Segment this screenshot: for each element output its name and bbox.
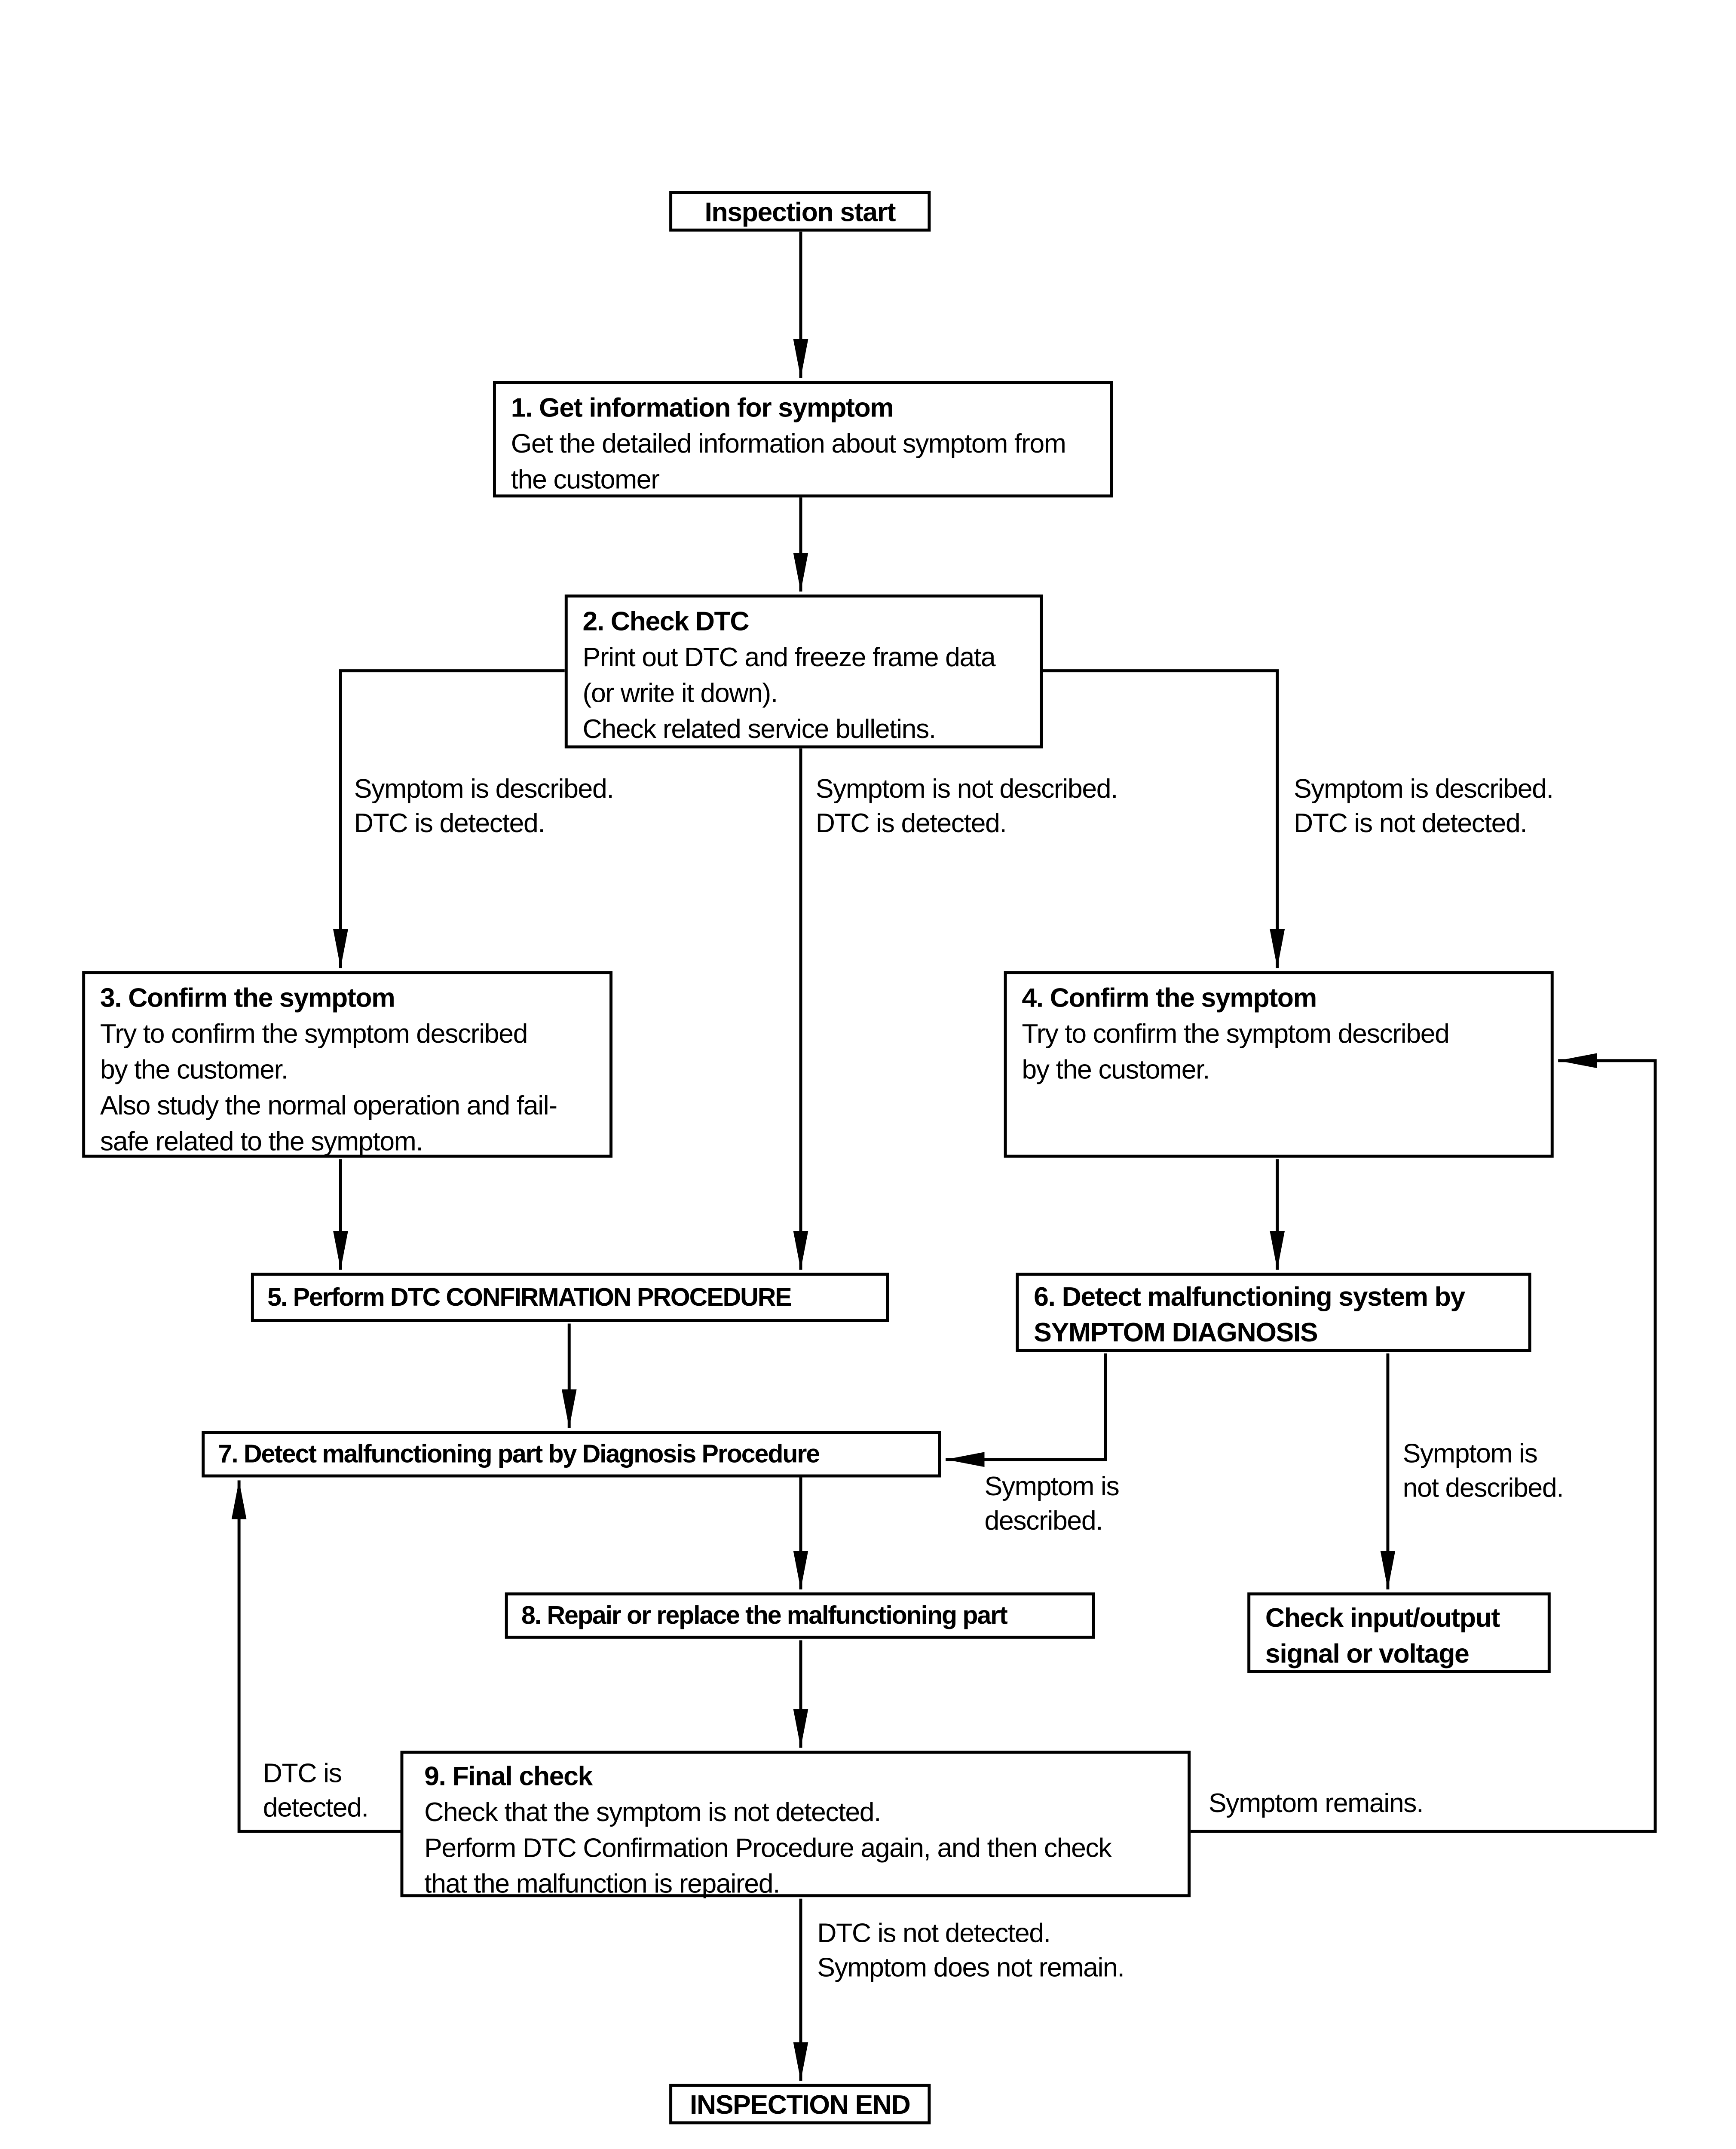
node-check-input-output: Check input/output signal or voltage: [1247, 1592, 1551, 1673]
inspection-end-label: INSPECTION END: [690, 2089, 911, 2119]
step2-body: Print out DTC and freeze frame data (or …: [582, 642, 996, 744]
node-step2-check-dtc: 2. Check DTC Print out DTC and freeze fr…: [564, 594, 1043, 749]
edge-label-symptom-not-described: Symptom is not described.: [1402, 1439, 1564, 1503]
step7-title: 7. Detect malfunctioning part by Diagnos…: [218, 1439, 820, 1468]
step8-title: 8. Repair or replace the malfunctioning …: [521, 1601, 1008, 1629]
connector-step2-to-step3: [333, 669, 565, 968]
step1-title: 1. Get information for symptom: [511, 393, 894, 423]
connector-step9-to-step4-feedback: [1191, 1053, 1657, 1833]
edge-label-dtc-detected: DTC is detected.: [263, 1758, 369, 1823]
node-step4-confirm-symptom: 4. Confirm the symptom Try to confirm th…: [1004, 971, 1554, 1158]
check-io-title: Check input/output signal or voltage: [1265, 1603, 1500, 1669]
step5-title: 5. Perform DTC CONFIRMATION PROCEDURE: [267, 1282, 792, 1311]
node-step5-dtc-confirmation: 5. Perform DTC CONFIRMATION PROCEDURE: [251, 1273, 889, 1322]
step6-title: 6. Detect malfunctioning system by SYMPT…: [1034, 1282, 1465, 1348]
node-step8-repair-replace: 8. Repair or replace the malfunctioning …: [505, 1592, 1095, 1639]
step9-body: Check that the symptom is not detected. …: [424, 1797, 1112, 1899]
edge-label-symptom-remains: Symptom remains.: [1208, 1788, 1424, 1818]
edge-label-symptom-described: Symptom is described.: [984, 1471, 1119, 1536]
connector-step9-to-step7-feedback: [231, 1480, 401, 1833]
edge-label-end-condition: DTC is not detected. Symptom does not re…: [817, 1918, 1125, 1983]
step3-body: Try to confirm the symptom described by …: [100, 1019, 557, 1157]
step9-title: 9. Final check: [424, 1761, 593, 1791]
step4-title: 4. Confirm the symptom: [1022, 983, 1317, 1013]
edge-label-branch-mid: Symptom is not described. DTC is detecte…: [815, 774, 1118, 838]
node-step7-detect-part: 7. Detect malfunctioning part by Diagnos…: [202, 1431, 941, 1478]
node-step9-final-check: 9. Final check Check that the symptom is…: [400, 1751, 1191, 1899]
inspection-start-label: Inspection start: [704, 196, 896, 227]
node-inspection-start: Inspection start: [669, 191, 931, 232]
step4-body: Try to confirm the symptom described by …: [1022, 1019, 1450, 1085]
node-step1-get-information: 1. Get information for symptom Get the d…: [493, 381, 1113, 498]
step3-title: 3. Confirm the symptom: [100, 983, 395, 1013]
step2-title: 2. Check DTC: [582, 606, 750, 637]
edge-label-branch-left: Symptom is described. DTC is detected.: [354, 774, 614, 838]
step1-body: Get the detailed information about sympt…: [511, 429, 1066, 495]
node-step3-confirm-symptom: 3. Confirm the symptom Try to confirm th…: [82, 971, 613, 1158]
edge-label-branch-right: Symptom is described. DTC is not detecte…: [1293, 774, 1554, 838]
connector-step6-to-step7: [946, 1353, 1107, 1467]
node-inspection-end: INSPECTION END: [669, 2084, 931, 2125]
node-step6-detect-system: 6. Detect malfunctioning system by SYMPT…: [1016, 1273, 1531, 1352]
connector-step2-to-step4: [1043, 669, 1285, 968]
